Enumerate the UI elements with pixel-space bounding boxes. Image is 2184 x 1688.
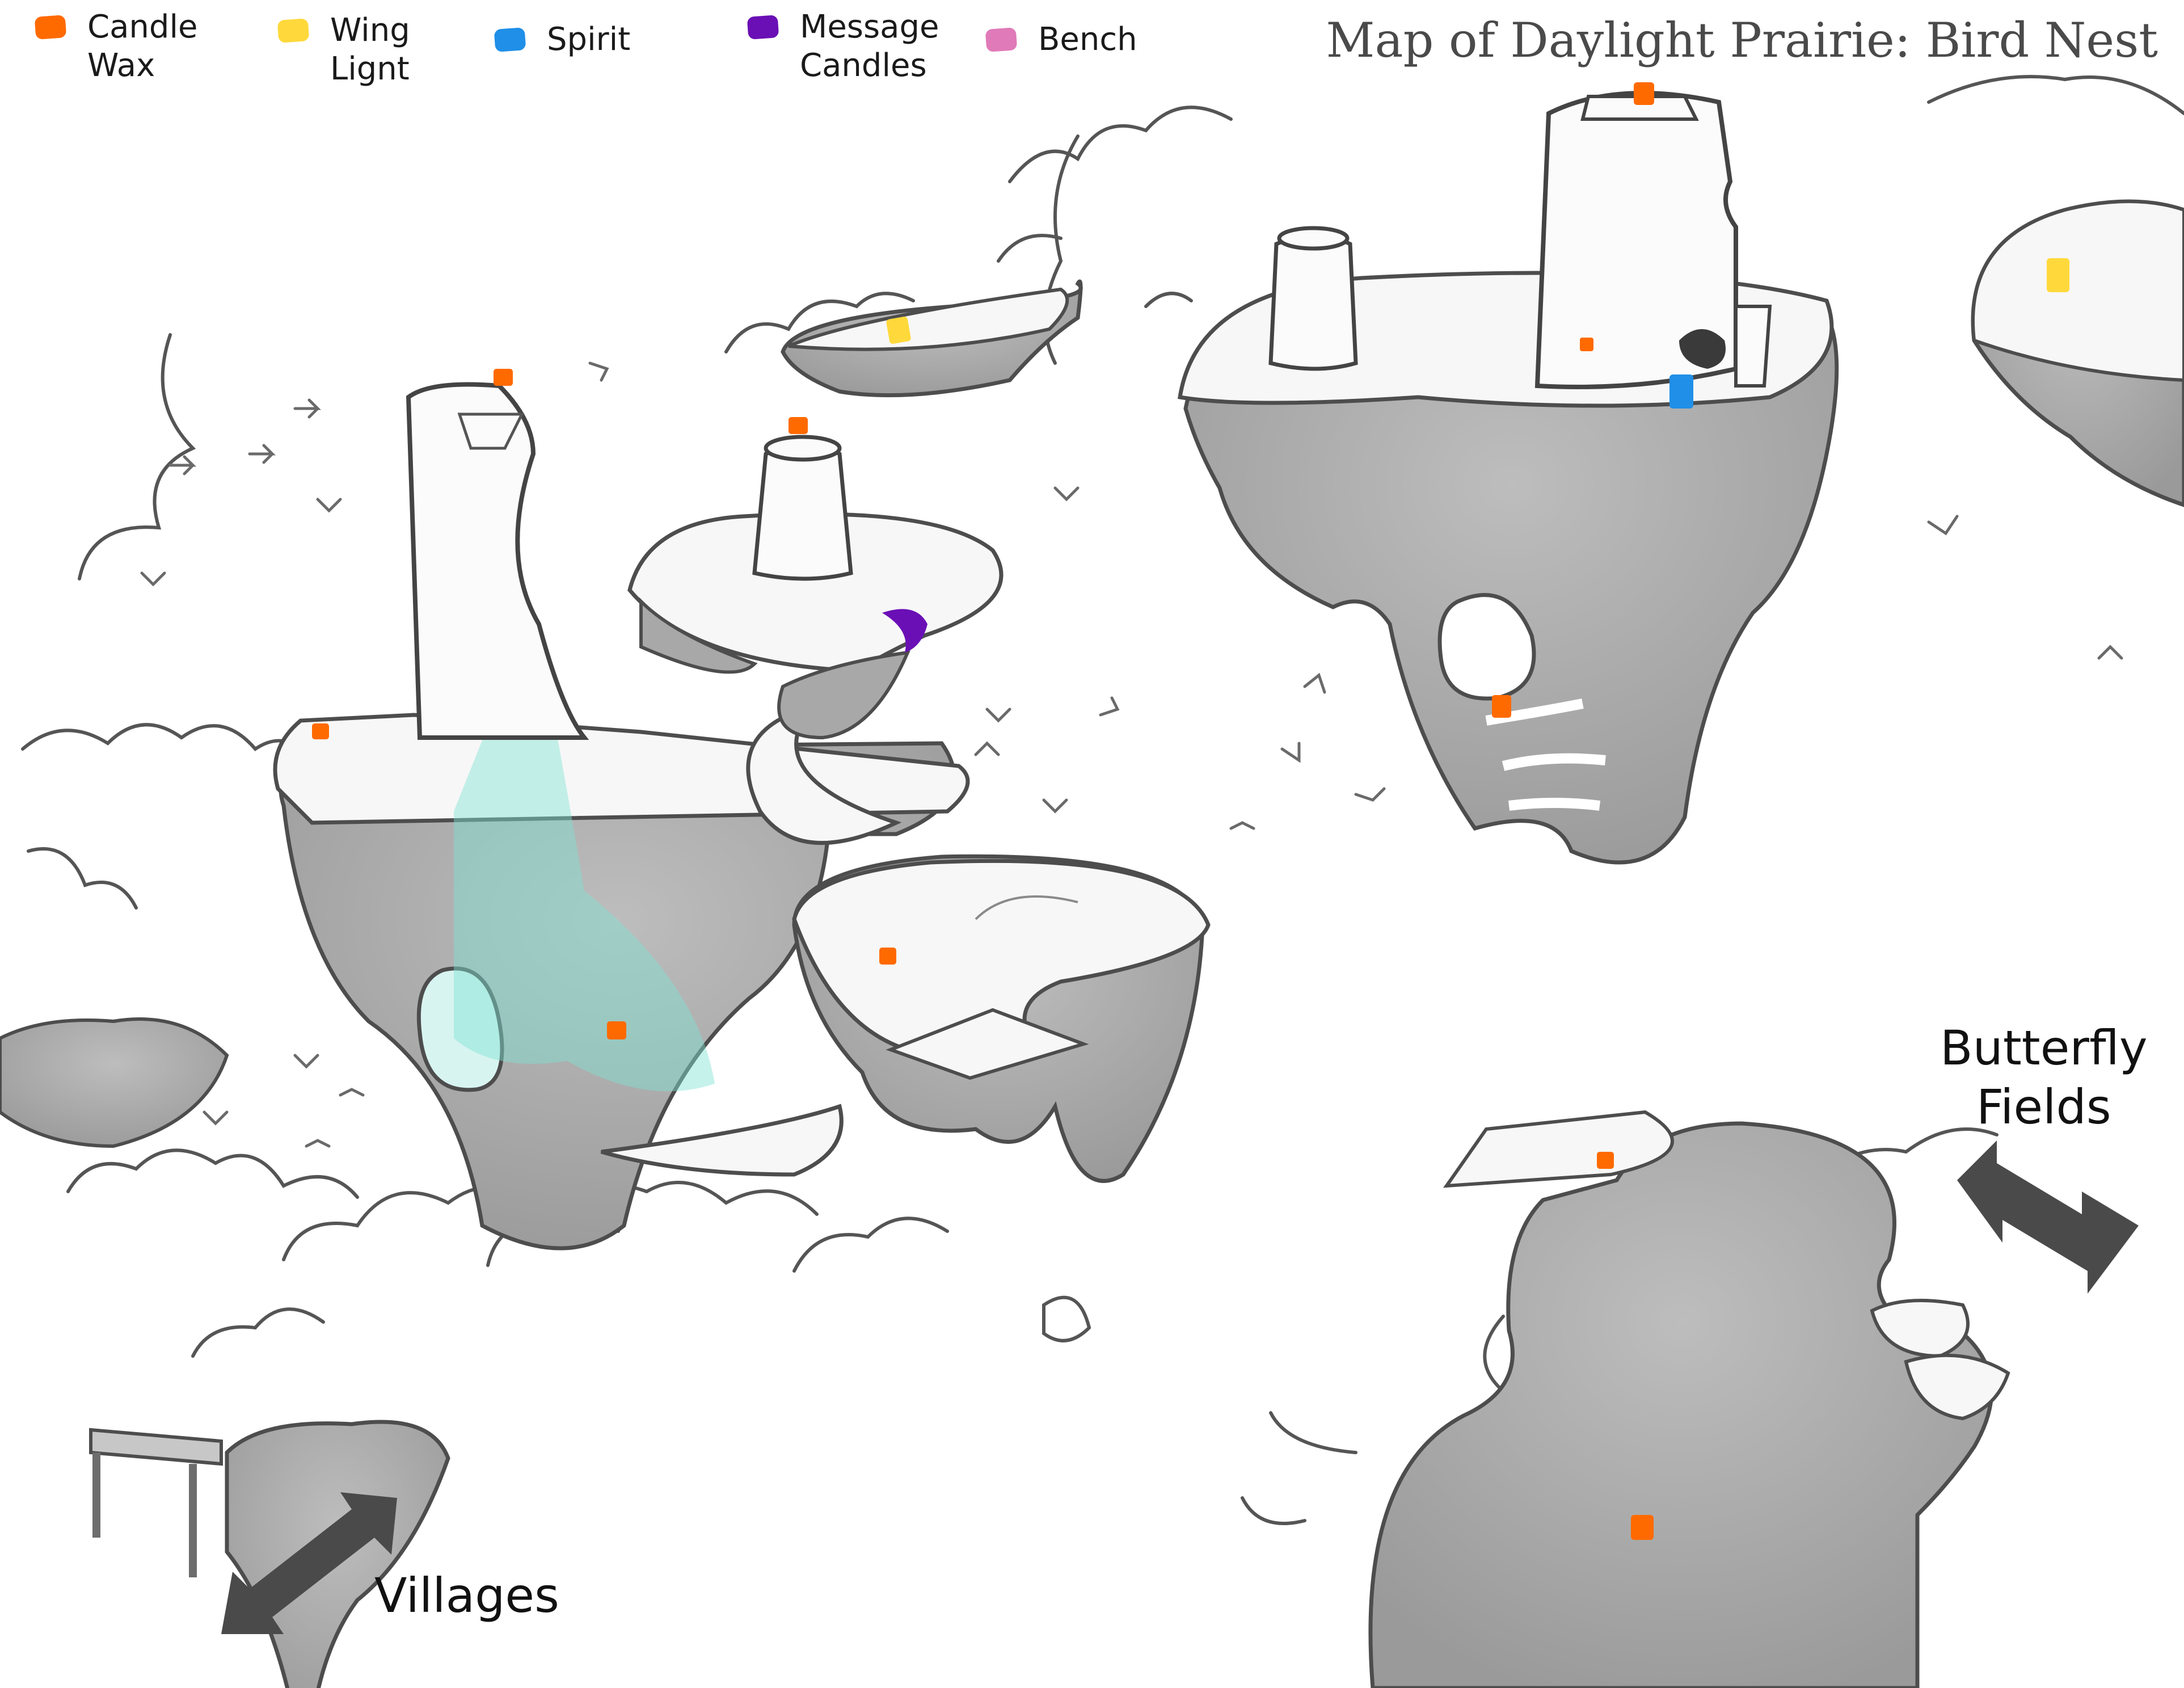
candle-wax-marker bbox=[1580, 338, 1593, 351]
top-right-island bbox=[1971, 199, 2184, 507]
middle-island bbox=[627, 435, 1004, 845]
candle-wax-marker bbox=[607, 1021, 626, 1039]
legend-label: Wing Lignt bbox=[330, 12, 410, 87]
legend-label: Spirit bbox=[547, 21, 631, 58]
candle-wax-marker bbox=[1492, 695, 1511, 718]
right-island bbox=[1177, 91, 1839, 865]
candle-wax-markers bbox=[312, 82, 1654, 1540]
candle-wax-marker bbox=[789, 417, 808, 434]
legend-item-bench: Bench bbox=[985, 20, 1137, 59]
message-candles-icon bbox=[747, 15, 779, 40]
candle-wax-marker bbox=[1597, 1152, 1614, 1169]
candle-wax-marker bbox=[312, 723, 329, 739]
legend-item-wing-light: Wing Lignt bbox=[277, 11, 410, 89]
bottom-right-island bbox=[1368, 1110, 2010, 1688]
spirit-statue bbox=[1679, 329, 1726, 369]
wing-light-markers bbox=[886, 258, 2069, 344]
spirit-icon bbox=[494, 27, 526, 52]
villages-arrow-icon[interactable] bbox=[221, 1492, 397, 1634]
legend-item-message-candles: Message Candles bbox=[747, 8, 939, 85]
legend-item-spirit: Spirit bbox=[494, 20, 631, 59]
wing-light-marker bbox=[886, 316, 911, 344]
villages-label[interactable]: Villages bbox=[374, 1568, 559, 1623]
wing-light-icon bbox=[277, 18, 310, 43]
candle-wax-icon bbox=[34, 15, 67, 40]
candle-wax-marker bbox=[1631, 1515, 1654, 1540]
candle-wax-marker bbox=[1634, 82, 1654, 105]
butterfly-fields-arrow-icon[interactable] bbox=[1957, 1140, 2139, 1294]
bird-glyphs bbox=[140, 361, 2123, 1148]
left-rock-tower bbox=[406, 382, 589, 740]
candle-wax-marker bbox=[879, 948, 896, 965]
spirit-marker bbox=[1669, 374, 1693, 409]
legend-label: Candle Wax bbox=[87, 9, 198, 84]
wing-light-marker bbox=[2047, 258, 2069, 292]
legend-label: Bench bbox=[1038, 21, 1137, 58]
left-island bbox=[273, 698, 970, 1251]
legend-label: Message Candles bbox=[800, 9, 939, 84]
bench-icon bbox=[985, 27, 1018, 52]
top-cloud-island bbox=[781, 279, 1083, 398]
candle-wax-marker bbox=[494, 369, 513, 386]
message-candle-marker bbox=[882, 609, 927, 653]
lower-middle-island bbox=[792, 854, 1211, 1183]
map-title: Map of Daylight Prairie: Bird Nest bbox=[1326, 12, 2158, 68]
message-candle-markers bbox=[882, 609, 927, 653]
spirit-markers bbox=[1669, 329, 1726, 409]
legend-item-candle-wax: Candle Wax bbox=[34, 8, 198, 85]
butterfly-fields-label[interactable]: Butterfly Fields bbox=[1940, 1020, 2148, 1135]
